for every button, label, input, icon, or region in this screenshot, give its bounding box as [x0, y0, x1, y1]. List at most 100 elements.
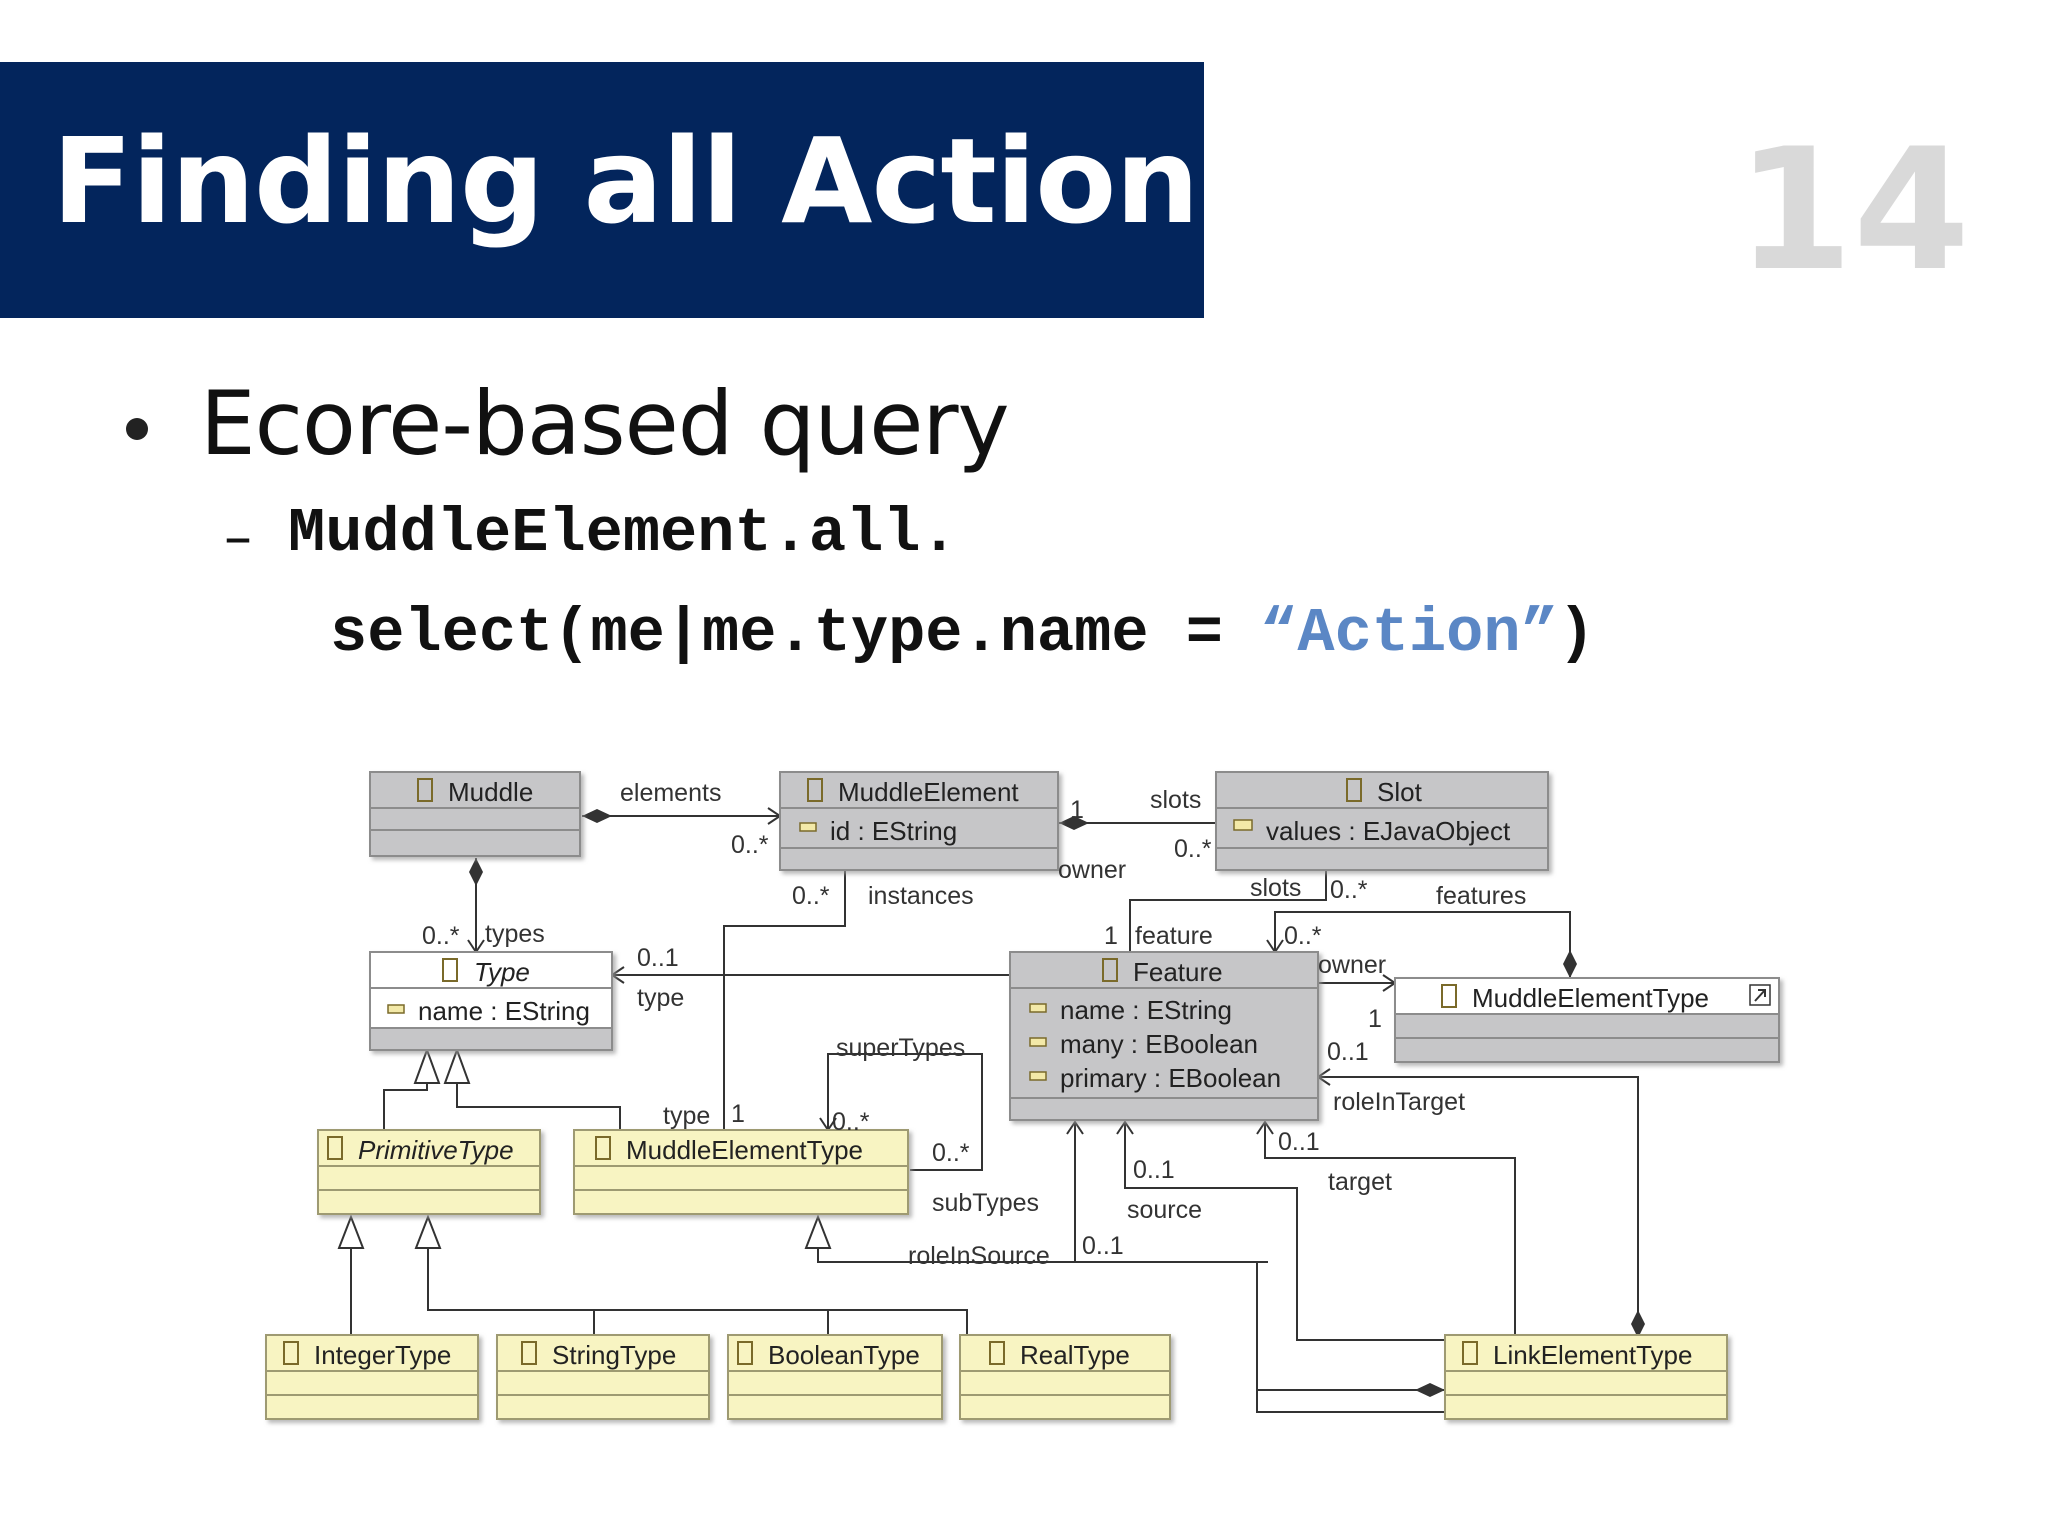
- bullet-icon: [126, 418, 148, 440]
- edge-labels: elements 0..* slots 1 0..* owner 0..* in…: [422, 779, 1526, 1270]
- edge-generalization: [456, 1072, 621, 1130]
- label-instances: instances: [868, 882, 974, 910]
- label-type-low-one: 1: [731, 1100, 745, 1128]
- class-muddle-element: [779, 771, 1059, 871]
- class-icon: [737, 1341, 753, 1365]
- generalization-triangle: [443, 1047, 471, 1084]
- code-string-literal: “Action”: [1260, 598, 1558, 669]
- class-name-link-element-type: LinkElementType: [1493, 1340, 1692, 1370]
- label-super-types: superTypes: [836, 1034, 965, 1062]
- class-name-feature: Feature: [1133, 957, 1223, 987]
- label-slots-mult-top: 0..*: [1174, 835, 1212, 863]
- generalization-triangle: [413, 1047, 441, 1084]
- label-feature-mult: 0..*: [1284, 922, 1322, 950]
- class-boolean-type: [727, 1334, 943, 1420]
- class-icon: [417, 778, 433, 802]
- class-muddle-element-type: [573, 1129, 909, 1215]
- class-icon: [807, 778, 823, 802]
- attribute-icon: [1029, 1003, 1047, 1013]
- class-name-real-type: RealType: [1020, 1340, 1130, 1370]
- class-icon: [283, 1341, 299, 1365]
- class-icon: [1102, 958, 1118, 982]
- arrow-head: [1256, 1120, 1274, 1135]
- slide-number: 14: [1736, 112, 1970, 308]
- edge-role-in-source: [1256, 1389, 1445, 1413]
- title-bar: [0, 62, 1204, 318]
- class-muddle: [369, 771, 581, 857]
- class-icon: [595, 1136, 611, 1160]
- code-line-2: select(me|me.type.name = “Action”): [330, 598, 1595, 669]
- class-name-muddle-element-type: MuddleElementType: [626, 1135, 863, 1165]
- label-slots-top: slots: [1150, 786, 1201, 814]
- class-integer-type: [265, 1334, 479, 1420]
- class-name-type: Type: [474, 957, 530, 987]
- label-sub-types: subTypes: [932, 1189, 1039, 1217]
- class-type: [369, 951, 613, 1051]
- composition-diamond: [1563, 950, 1577, 978]
- composition-diamond: [1415, 1383, 1445, 1397]
- attribute-icon: [1029, 1037, 1047, 1047]
- edge-source: [1074, 1122, 1265, 1263]
- label-super-mult: 0..*: [832, 1108, 870, 1136]
- class-icon: [442, 958, 458, 982]
- class-name-muddle-element: MuddleElement: [838, 777, 1019, 807]
- class-icon: [1441, 984, 1457, 1008]
- label-elements: elements: [620, 779, 721, 807]
- attribute-slot-values: values : EJavaObject: [1266, 816, 1511, 846]
- class-name-muddle-element-type-ref: MuddleElementType: [1472, 983, 1709, 1013]
- generalization-triangle: [337, 1214, 365, 1249]
- sub-bullet-dash: –: [224, 505, 252, 570]
- label-slots-one: 1: [1070, 796, 1084, 824]
- edge-source-route: [1124, 1122, 1445, 1341]
- label-feature: feature: [1135, 922, 1213, 950]
- label-slots-mult-mid: 0..*: [1330, 876, 1368, 904]
- label-types-mult: 0..*: [422, 922, 460, 950]
- label-role-source-mult: 0..1: [1082, 1232, 1124, 1260]
- generalization-triangle: [804, 1214, 832, 1249]
- attribute-icon: [1233, 819, 1253, 831]
- attribute-icon: [387, 1004, 405, 1014]
- diagram-edges: [337, 807, 1645, 1413]
- class-name-integer-type: IntegerType: [314, 1340, 451, 1370]
- class-link-element-type: [1444, 1334, 1728, 1420]
- label-slots-mid: slots: [1250, 874, 1301, 902]
- class-real-type: [959, 1334, 1171, 1420]
- class-feature: [1009, 951, 1319, 1121]
- class-name-string-type: StringType: [552, 1340, 676, 1370]
- label-instances-mult: 0..*: [792, 882, 830, 910]
- label-source: source: [1127, 1196, 1202, 1224]
- class-icon: [327, 1136, 343, 1160]
- attribute-type-name: name : EString: [418, 996, 590, 1026]
- label-feature-one: 1: [1104, 922, 1118, 950]
- label-types: types: [485, 920, 545, 948]
- class-name-primitive-type: PrimitiveType: [358, 1135, 514, 1165]
- attribute-muddle-element-id: id : EString: [830, 816, 957, 846]
- edge-slot-feature: [1129, 870, 1327, 952]
- label-source-mult: 0..1: [1133, 1156, 1175, 1184]
- edge-features: [1274, 911, 1571, 978]
- class-name-boolean-type: BooleanType: [768, 1340, 920, 1370]
- edge-instances: [723, 870, 846, 1130]
- attribute-icon: [799, 822, 817, 832]
- composition-diamond: [1631, 1310, 1645, 1338]
- generalization-triangle: [414, 1214, 442, 1249]
- label-type-low: type: [663, 1102, 710, 1130]
- code-line-2-prefix: select(me|me.type.name =: [330, 598, 1261, 669]
- edge-role-in-target: [1318, 1076, 1639, 1338]
- edge-target: [1264, 1122, 1516, 1335]
- attribute-feature-many: many : EBoolean: [1060, 1029, 1258, 1059]
- label-sub-mult: 0..*: [932, 1139, 970, 1167]
- edge-super-sub-types: [827, 1053, 983, 1171]
- edge-generalization: [427, 1242, 968, 1335]
- label-owner-one: 1: [1368, 1005, 1382, 1033]
- class-slot: [1215, 771, 1549, 871]
- label-target-mult: 0..1: [1278, 1128, 1320, 1156]
- label-elements-mult: 0..*: [731, 831, 769, 859]
- class-icon: [1462, 1341, 1478, 1365]
- label-type: type: [637, 984, 684, 1012]
- label-owner-mid: owner: [1318, 951, 1386, 979]
- composition-diamond: [582, 809, 612, 823]
- class-name-muddle: Muddle: [448, 777, 533, 807]
- composition-diamond: [469, 858, 483, 886]
